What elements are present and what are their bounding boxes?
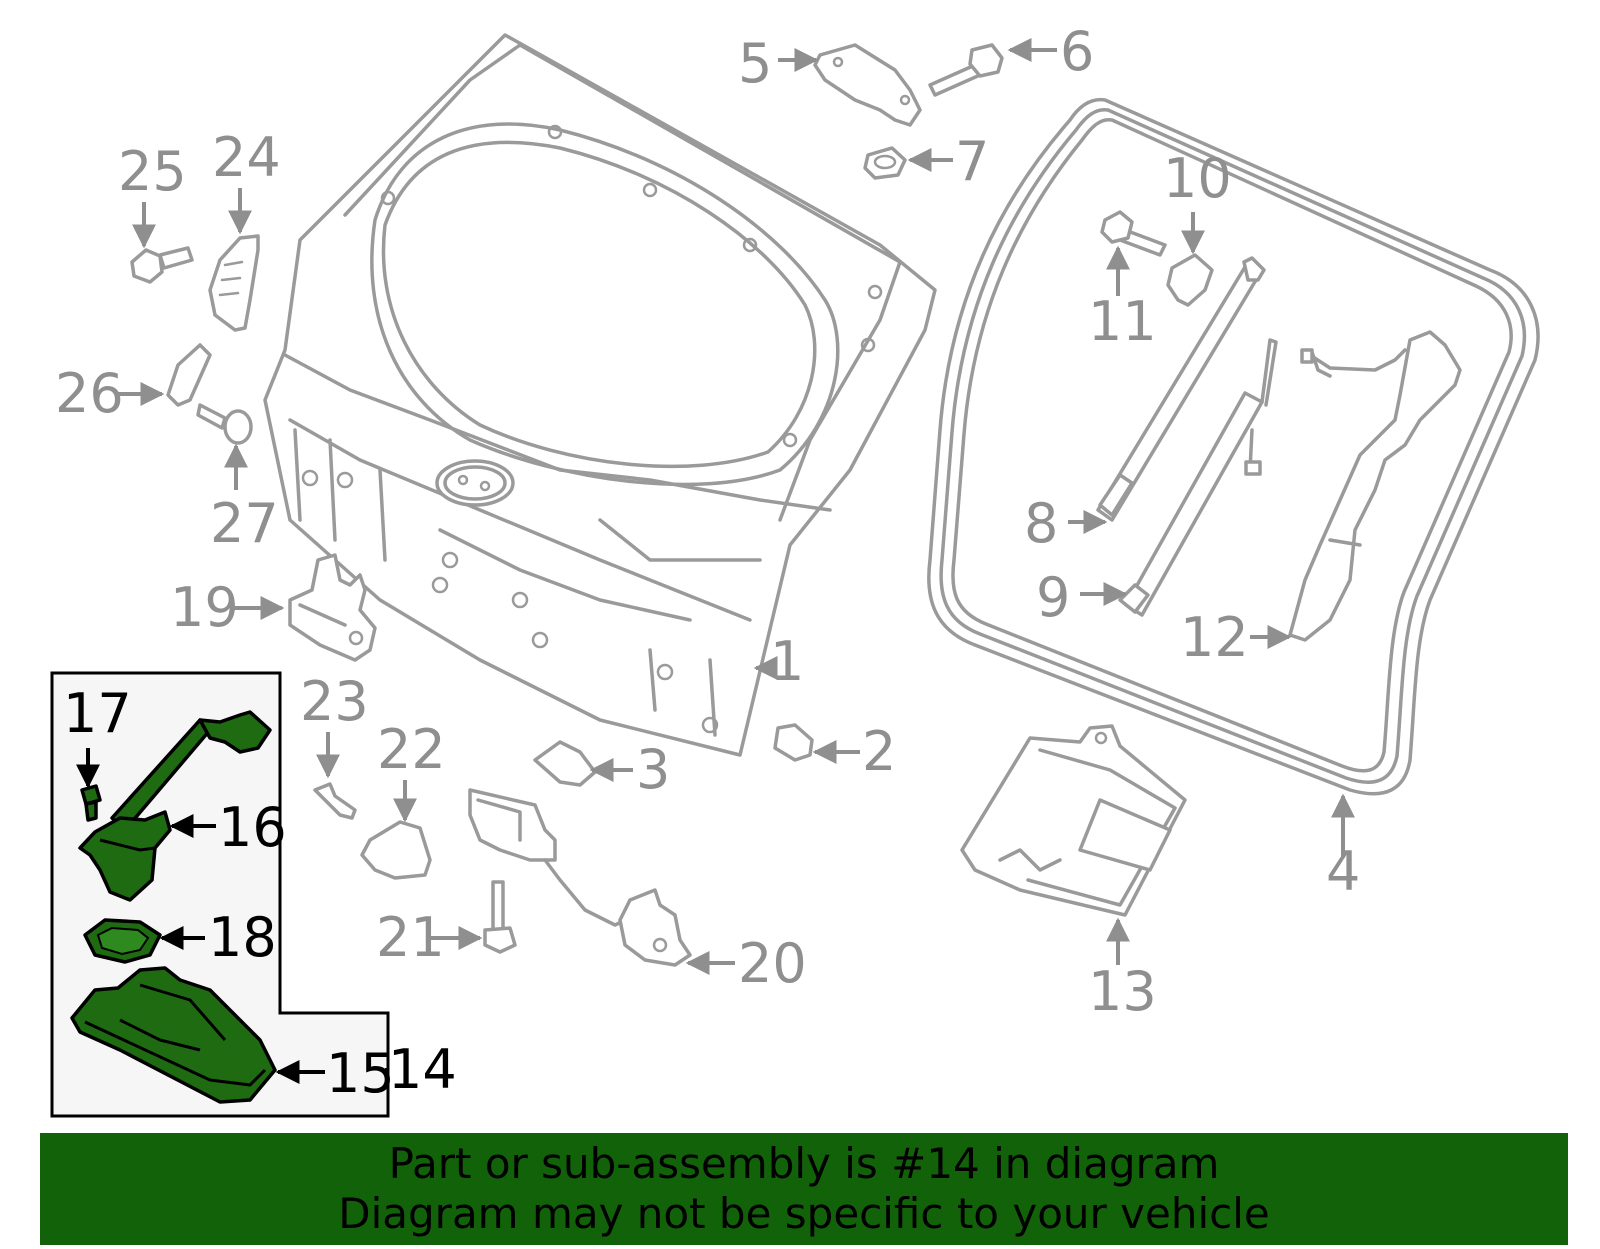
- banner-line-2: Diagram may not be specific to your vehi…: [338, 1189, 1270, 1238]
- hinge-bolt-part: [928, 43, 1004, 97]
- callout-10: 10: [1163, 147, 1232, 210]
- notice-banner: Part or sub-assembly is #14 in diagram D…: [40, 1133, 1568, 1245]
- callout-12: 12: [1180, 606, 1249, 669]
- trim-clip-part: [196, 403, 253, 445]
- bumper-bracket-part: [208, 234, 260, 332]
- callout-5: 5: [738, 32, 772, 95]
- bracket-screw-part: [130, 246, 194, 284]
- harness-cover-part: [1288, 330, 1462, 642]
- tailgate-trim-panel-part: [960, 724, 1187, 917]
- nut-part: [863, 146, 907, 180]
- callout-1: 1: [770, 630, 804, 693]
- bracket-bolt-part: [1100, 210, 1167, 257]
- weatherstrip-part: [927, 97, 1540, 796]
- banner-line-1: Part or sub-assembly is #14 in diagram: [388, 1139, 1220, 1188]
- lamp-gasket-part: [83, 918, 162, 964]
- hinge-part: [813, 43, 922, 127]
- callout-17: 17: [63, 682, 132, 745]
- lift-strut-part: [1096, 256, 1266, 522]
- latch-part: [288, 553, 377, 662]
- callout-24: 24: [212, 126, 281, 189]
- callout-numbers: 1 2 3 4 5 6 7 8 9 10 11 12 13 14 15 16 1…: [55, 20, 1360, 1105]
- leader-lines: [76, 38, 1355, 1084]
- callout-7: 7: [955, 130, 989, 193]
- camera-assembly-part: [78, 710, 272, 902]
- callout-26: 26: [55, 362, 124, 425]
- callout-16: 16: [218, 796, 287, 859]
- callout-27: 27: [210, 492, 279, 555]
- actuator-bolt-part: [483, 880, 517, 954]
- callout-11: 11: [1088, 290, 1157, 353]
- callout-13: 13: [1088, 960, 1157, 1023]
- callout-23: 23: [300, 670, 369, 733]
- callout-20: 20: [738, 932, 807, 995]
- callout-14: 14: [388, 1038, 457, 1101]
- trim-cap-part: [360, 820, 432, 880]
- callout-22: 22: [377, 718, 446, 781]
- clip-part: [313, 782, 357, 820]
- tailgate-panel-part: [263, 33, 937, 757]
- callout-2: 2: [862, 720, 896, 783]
- callout-19: 19: [170, 576, 239, 639]
- callout-18: 18: [208, 906, 277, 969]
- callout-21: 21: [376, 906, 445, 969]
- callout-9: 9: [1036, 566, 1070, 629]
- power-lift-strut-part: [1118, 338, 1278, 617]
- strut-bracket-part: [1166, 253, 1214, 307]
- plug-part: [773, 723, 814, 762]
- pad-part: [533, 740, 597, 787]
- callout-6: 6: [1060, 20, 1094, 83]
- callout-25: 25: [118, 140, 187, 203]
- callout-4: 4: [1326, 840, 1360, 903]
- handle-lamp-assembly-part: [70, 966, 277, 1104]
- callout-15: 15: [326, 1042, 395, 1105]
- callout-8: 8: [1024, 492, 1058, 555]
- callout-3: 3: [636, 738, 670, 801]
- stopper-part: [166, 343, 212, 407]
